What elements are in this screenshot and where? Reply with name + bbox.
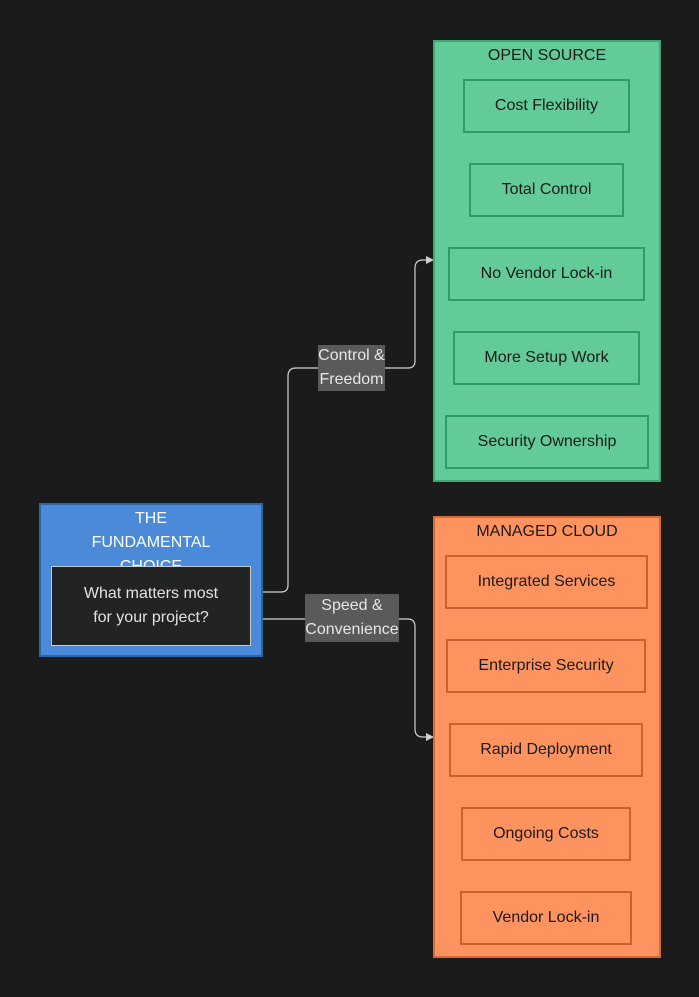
node-label: Cost Flexibility — [494, 97, 599, 114]
node-label: Vendor Lock-in — [492, 909, 600, 926]
open-source-title: OPEN SOURCE — [487, 47, 607, 64]
node-no-vendor-lock-in[interactable]: No Vendor Lock-in — [448, 247, 645, 301]
edge-label-speed-convenience-text: Speed & Convenience — [305, 597, 399, 638]
node-label: Enterprise Security — [478, 657, 614, 674]
node-label: No Vendor Lock-in — [480, 265, 613, 282]
node-vendor-lock-in[interactable]: Vendor Lock-in — [460, 891, 632, 945]
node-enterprise-security[interactable]: Enterprise Security — [446, 639, 646, 693]
node-rapid-deployment[interactable]: Rapid Deployment — [449, 723, 643, 777]
question-node[interactable]: What matters most for your project? — [51, 566, 251, 646]
node-label: Total Control — [501, 181, 592, 198]
edge-label-control-freedom: Control & Freedom — [318, 345, 385, 391]
node-security-ownership[interactable]: Security Ownership — [445, 415, 649, 469]
node-label: Rapid Deployment — [480, 741, 612, 758]
node-ongoing-costs[interactable]: Ongoing Costs — [461, 807, 631, 861]
edge-to-managed-cloud — [251, 618, 434, 741]
edge-label-control-freedom-text: Control & Freedom — [318, 347, 385, 388]
node-more-setup-work[interactable]: More Setup Work — [453, 331, 640, 385]
node-label: Integrated Services — [477, 573, 616, 590]
edge-to-open-source — [251, 256, 434, 593]
managed-cloud-title: MANAGED CLOUD — [476, 523, 618, 540]
node-label: Ongoing Costs — [493, 825, 599, 842]
node-label: More Setup Work — [484, 349, 609, 366]
edge-label-speed-convenience: Speed & Convenience — [305, 594, 399, 642]
node-label: Security Ownership — [477, 433, 617, 450]
question-text: What matters most for your project? — [83, 585, 219, 626]
node-cost-flexibility[interactable]: Cost Flexibility — [463, 79, 630, 133]
node-total-control[interactable]: Total Control — [469, 163, 624, 217]
node-integrated-services[interactable]: Integrated Services — [445, 555, 648, 609]
